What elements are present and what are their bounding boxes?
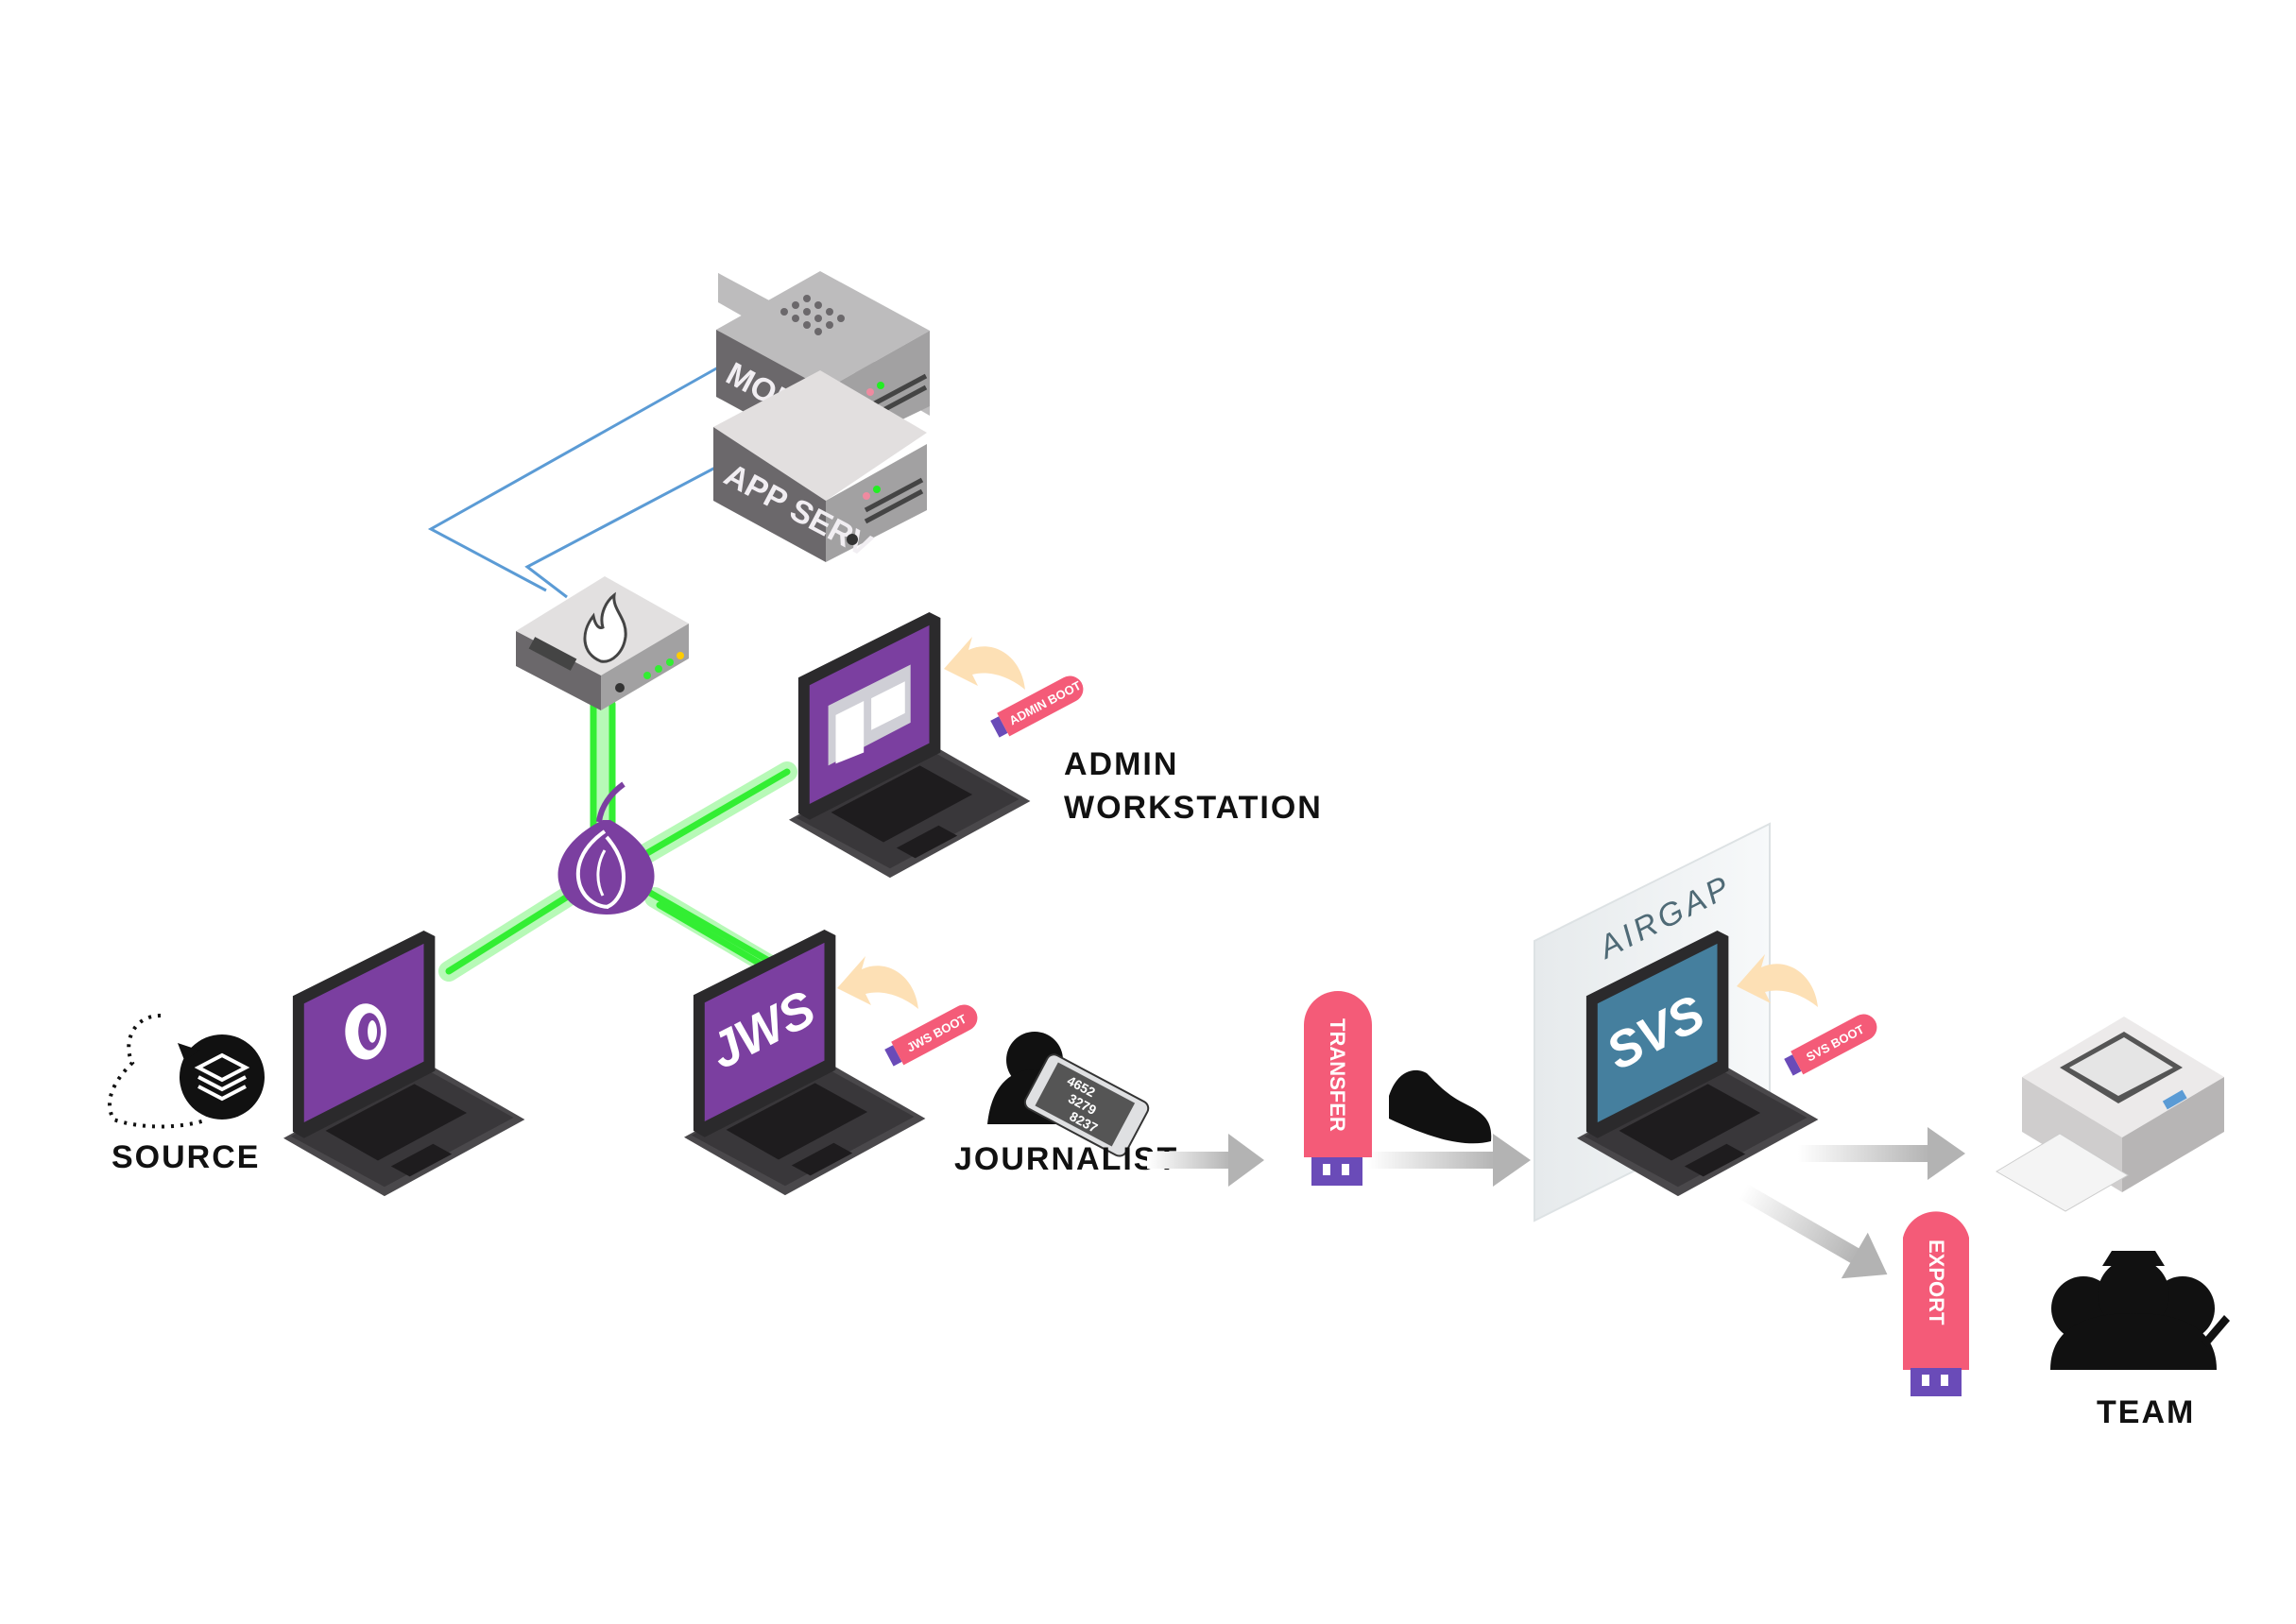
shoe-icon (1389, 1069, 1492, 1144)
transfer-label: TRANSFER (1326, 1018, 1349, 1132)
flow-arrow-svs-printer (1798, 1127, 1965, 1180)
status-led-red (866, 388, 874, 396)
flow-arrow-svs-export (1739, 1184, 1888, 1279)
export-label: EXPORT (1925, 1239, 1948, 1325)
documents-icon (194, 1052, 250, 1102)
tor-onion-icon (557, 781, 655, 915)
journalist-workstation-laptop[interactable]: JWS (684, 930, 926, 1196)
flow-arrow-journalist-transfer (1147, 1134, 1264, 1187)
firewall (516, 576, 689, 710)
team-icon (2050, 1251, 2230, 1370)
transfer-usb[interactable]: TRANSFER (1304, 991, 1372, 1186)
export-usb[interactable]: EXPORT (1903, 1211, 1969, 1396)
admin-boot-usb[interactable]: ADMIN BOOT (988, 672, 1088, 742)
jws-boot-usb[interactable]: JWS BOOT (882, 1000, 982, 1070)
tor-links (438, 693, 797, 982)
svs-laptop[interactable]: SVS (1577, 931, 1819, 1197)
team-label: TEAM (2097, 1394, 2195, 1430)
app-server: APP SERV (713, 370, 927, 564)
mon-serv-link (427, 366, 719, 592)
source-label: SOURCE (111, 1139, 260, 1175)
journalist-label: JOURNALIST (954, 1141, 1178, 1177)
status-led-green (877, 382, 884, 389)
source-tor-link (445, 894, 570, 975)
fire-icon (583, 591, 627, 663)
admin-workstation-laptop[interactable] (789, 612, 1031, 879)
svs-boot-usb[interactable]: SVS BOOT (1782, 1010, 1881, 1080)
printer-icon (1996, 1017, 2224, 1212)
phone-2fa-icon: 4652 3279 8237 (1023, 1053, 1150, 1157)
jws-boot-arrow (837, 956, 918, 1009)
flow-arrow-transfer-svs (1368, 1134, 1531, 1187)
admin-label-line2: WORKSTATION (1064, 790, 1323, 826)
admin-tor-link (643, 768, 791, 857)
admin-label-line1: ADMIN (1064, 746, 1178, 782)
journalist-icon: 4652 3279 8237 (987, 1032, 1150, 1157)
admin-boot-arrow (944, 637, 1025, 690)
jws-tor-link (646, 889, 771, 964)
server-links (427, 366, 719, 599)
app-serv-link (524, 466, 716, 599)
source-icon (108, 1014, 265, 1129)
source-laptop[interactable] (283, 931, 525, 1197)
svs-boot-arrow (1737, 954, 1818, 1007)
